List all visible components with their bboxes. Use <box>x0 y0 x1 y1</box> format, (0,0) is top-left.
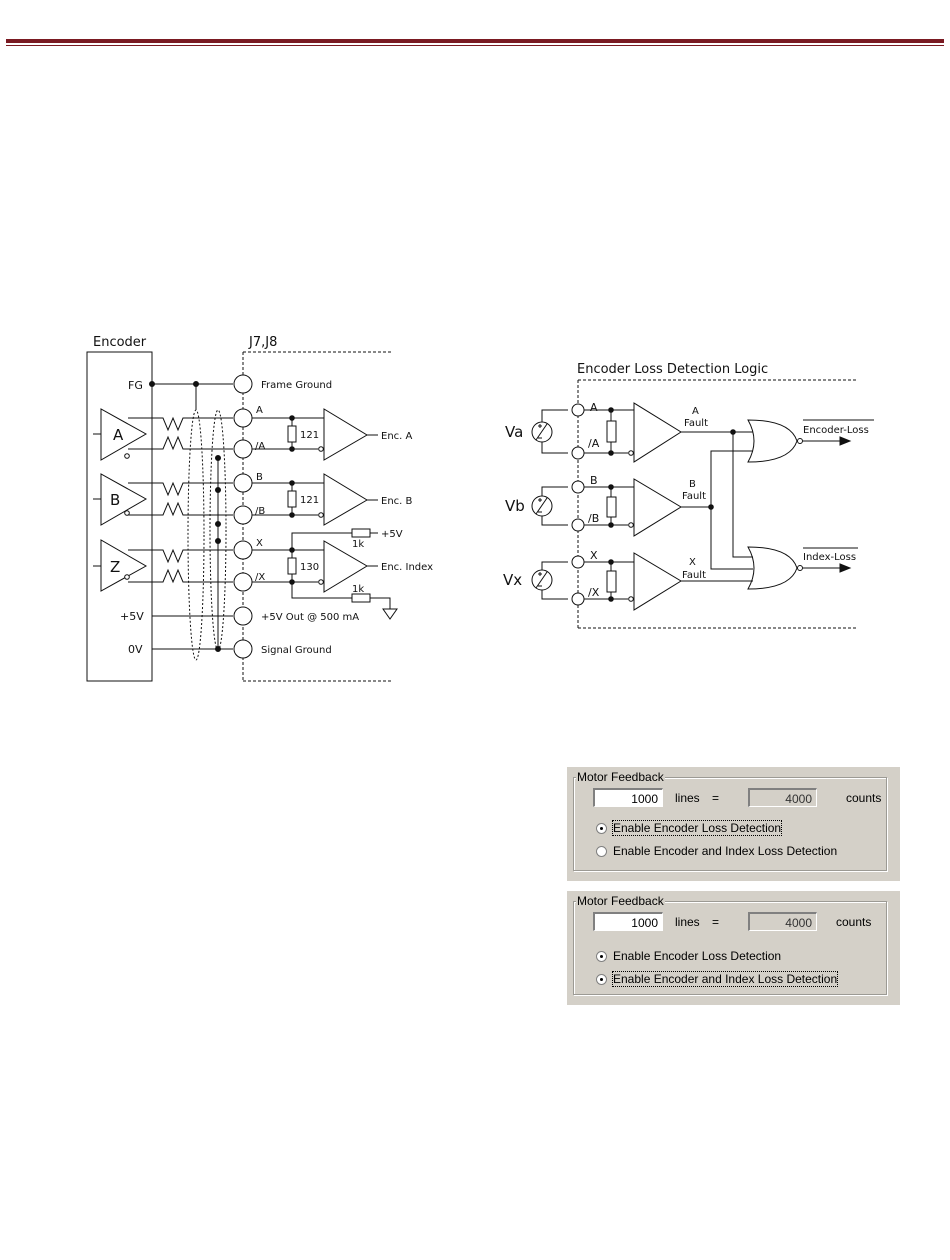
lines-input[interactable]: 1000 <box>593 788 663 807</box>
terminal-signal-ground: Signal Ground <box>261 645 332 656</box>
svg-text:+5V: +5V <box>381 529 403 540</box>
radio-selected-icon[interactable] <box>596 822 607 834</box>
svg-text:Z: Z <box>110 558 120 576</box>
terminal-x: X <box>256 538 263 549</box>
or-gate-index-loss: Index-Loss <box>747 546 858 590</box>
svg-text:/B: /B <box>588 512 599 525</box>
output-index-loss: Index-Loss <box>803 552 856 563</box>
counts-field: 4000 <box>748 788 817 807</box>
connector-title: J7,J8 <box>248 335 277 350</box>
twisted-pairs <box>128 416 233 584</box>
fault-b-line1: B <box>689 479 696 490</box>
radio-label: Enable Encoder Loss Detection <box>613 949 782 963</box>
fault-a-line2: Fault <box>684 418 708 429</box>
lines-label: lines <box>675 915 700 929</box>
motor-feedback-panel-1: Motor Feedback 1000 lines = 4000 counts … <box>567 767 900 881</box>
lines-label: lines <box>675 791 700 805</box>
receiver-a: 121 Enc. A <box>252 408 413 461</box>
motor-feedback-group: Motor Feedback 1000 lines = 4000 counts … <box>573 894 887 995</box>
svg-text:1k: 1k <box>352 539 364 550</box>
connector-boundary <box>242 351 392 682</box>
pin-fg: FG <box>128 379 143 392</box>
radio-selected-icon[interactable] <box>596 950 607 962</box>
source-vx: Vx X /X <box>503 549 682 611</box>
terminal-b: B <box>256 472 263 483</box>
group-legend: Motor Feedback <box>576 770 665 784</box>
svg-text:1k: 1k <box>352 584 364 595</box>
source-va: Va A /A <box>505 401 682 463</box>
svg-text:Enc. Index: Enc. Index <box>381 562 433 573</box>
svg-text:Vb: Vb <box>505 497 525 515</box>
terminal-frame-ground: Frame Ground <box>261 380 332 391</box>
lines-input[interactable]: 1000 <box>593 912 663 931</box>
svg-text:/X: /X <box>588 586 600 599</box>
terminal-plus5v-out: +5V Out @ 500 mA <box>261 612 359 623</box>
svg-text:130: 130 <box>300 562 319 573</box>
svg-text:Enc. A: Enc. A <box>381 431 413 442</box>
svg-text:121: 121 <box>300 495 319 506</box>
loss-logic-boundary <box>577 379 858 629</box>
equals-label: = <box>712 915 720 929</box>
svg-text:A: A <box>590 401 598 414</box>
encoder-index-loss-radio[interactable]: Enable Encoder and Index Loss Detection <box>596 843 837 859</box>
loss-logic-title: Encoder Loss Detection Logic <box>577 362 768 377</box>
fault-x-line1: X <box>689 557 696 568</box>
or-gate-encoder-loss: Encoder-Loss <box>747 419 874 463</box>
radio-label: Enable Encoder Loss Detection <box>611 820 783 836</box>
output-encoder-loss: Encoder-Loss <box>803 425 869 436</box>
svg-text:Va: Va <box>505 423 523 441</box>
svg-text:B: B <box>110 491 120 509</box>
motor-feedback-group: Motor Feedback 1000 lines = 4000 counts … <box>573 770 887 871</box>
radio-unselected-icon[interactable] <box>596 845 607 857</box>
encoder-loss-radio[interactable]: Enable Encoder Loss Detection <box>596 948 781 964</box>
encoder-loss-radio[interactable]: Enable Encoder Loss Detection <box>596 820 783 836</box>
driver-a: A <box>93 408 148 461</box>
receiver-b: 121 Enc. B <box>252 473 413 526</box>
terminal-a: A <box>256 405 263 416</box>
source-vb: Vb B /B <box>505 474 682 537</box>
header-rule-thin <box>6 45 944 46</box>
fault-b-line2: Fault <box>682 491 706 502</box>
svg-text:Vx: Vx <box>503 571 522 589</box>
receiver-index: 130 Enc. Index +5V 1k 1k <box>252 528 433 620</box>
svg-text:121: 121 <box>300 430 319 441</box>
counts-label: counts <box>836 915 872 929</box>
encoder-box <box>86 351 153 682</box>
svg-text:/A: /A <box>588 437 600 450</box>
counts-label: counts <box>846 791 882 805</box>
driver-b: B <box>93 473 148 526</box>
encoder-index-loss-radio[interactable]: Enable Encoder and Index Loss Detection <box>596 971 839 987</box>
svg-text:Enc. B: Enc. B <box>381 496 413 507</box>
pin-plus5v: +5V <box>120 610 144 623</box>
equals-label: = <box>712 791 720 805</box>
terminal-x-bar: /X <box>255 572 265 583</box>
radio-selected-icon[interactable] <box>596 973 607 985</box>
fault-x-line2: Fault <box>682 570 706 581</box>
group-legend: Motor Feedback <box>576 894 665 908</box>
fault-a-line1: A <box>692 406 699 417</box>
terminal-a-bar: /A <box>255 441 265 452</box>
radio-label: Enable Encoder and Index Loss Detection <box>611 971 839 987</box>
terminal-circles <box>233 374 253 659</box>
motor-feedback-panel-2: Motor Feedback 1000 lines = 4000 counts … <box>567 891 900 1005</box>
radio-label: Enable Encoder and Index Loss Detection <box>613 844 838 858</box>
driver-z: Z <box>93 539 148 592</box>
counts-field: 4000 <box>748 912 817 931</box>
header-rule <box>6 39 944 43</box>
svg-text:A: A <box>113 426 124 444</box>
svg-text:X: X <box>590 549 598 562</box>
pin-0v: 0V <box>128 643 143 656</box>
terminal-b-bar: /B <box>255 506 265 517</box>
encoder-title: Encoder <box>93 335 147 350</box>
encoder-wiring-diagram: Encoder J7,J8 FG Frame Ground A /A B /B … <box>86 335 874 682</box>
svg-text:B: B <box>590 474 598 487</box>
